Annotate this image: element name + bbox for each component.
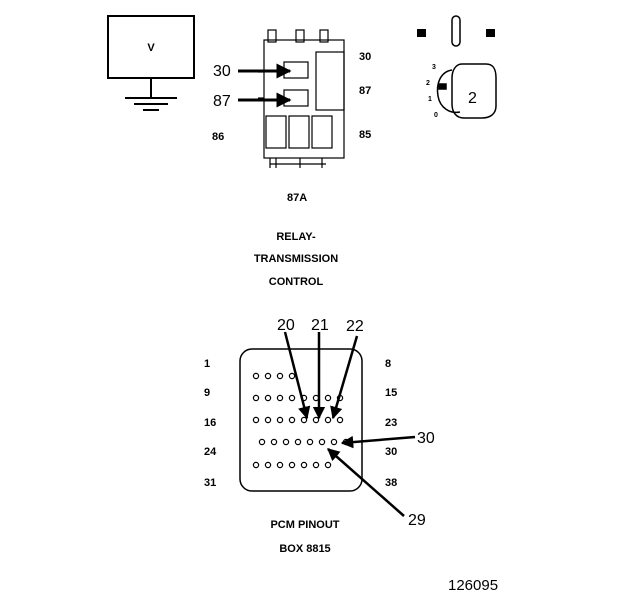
terminal-85: 85: [359, 129, 371, 141]
callout-20: 20: [277, 317, 295, 334]
pin-hole-r4-c6: [318, 438, 326, 446]
relay-title-line1: RELAY-: [276, 231, 316, 243]
contact-right-icon: [486, 29, 495, 37]
pcm-title-line2: BOX 8815: [279, 543, 330, 555]
pin-hole-r5-c7: [324, 461, 332, 469]
voltmeter-label: V: [147, 42, 155, 54]
callout-30: 30: [213, 63, 231, 80]
row-label-right-4: 30: [385, 446, 397, 458]
pin-hole-r5-c4: [288, 461, 296, 469]
relay-title-line3: CONTROL: [269, 276, 324, 288]
pcm-connector: 1 9 16 24 31 8 15 23 30 38 20 21 22 30 2…: [204, 317, 435, 555]
pin-hole-r3-c6: [312, 416, 320, 424]
pin-hole-r2-c2: [264, 394, 272, 402]
row-label-right-1: 8: [385, 358, 391, 370]
row-label-left-2: 9: [204, 387, 210, 399]
arrow-20: [283, 331, 311, 420]
pin-hole-r3-c8: [336, 416, 344, 424]
figure-id: 126095: [448, 577, 498, 594]
callout-29: 29: [408, 512, 426, 529]
pin-hole-r4-c5: [306, 438, 314, 446]
pin-hole-r1-c1: [252, 372, 260, 380]
pin-hole-r5-c1: [252, 461, 260, 469]
callout-21: 21: [311, 317, 329, 334]
arrow-30-pcm: [340, 435, 416, 449]
row-label-right-2: 15: [385, 387, 397, 399]
row-label-left-3: 16: [204, 417, 216, 429]
position-2: 2: [426, 80, 430, 87]
arrow-29: [327, 448, 405, 517]
ground-icon: [125, 78, 177, 111]
pin-hole-r1-c2: [264, 372, 272, 380]
pin-hole-r3-c2: [264, 416, 272, 424]
pin-hole-r3-c1: [252, 416, 260, 424]
pin-hole-r1-c4: [288, 372, 296, 380]
pin-hole-r4-c3: [282, 438, 290, 446]
pin-hole-r1-c3: [276, 372, 284, 380]
arrow-22: [330, 335, 359, 420]
terminal-30: 30: [359, 51, 371, 63]
pin-hole-r5-c3: [276, 461, 284, 469]
switch-slot-icon: [451, 15, 461, 47]
callout-22: 22: [346, 318, 364, 335]
callout-87: 87: [213, 93, 231, 110]
pin-hole-r3-c7: [324, 416, 332, 424]
pin-hole-r3-c4: [288, 416, 296, 424]
pin-hole-r5-c2: [264, 461, 272, 469]
ignition-switch: 2 3 2 1 0: [417, 15, 497, 119]
pin-hole-r5-c6: [312, 461, 320, 469]
pin-hole-r5-c5: [300, 461, 308, 469]
pin-hole-r3-c3: [276, 416, 284, 424]
terminal-86: 86: [212, 131, 224, 143]
row-label-left-5: 31: [204, 477, 216, 489]
pcm-connector-body: [239, 348, 363, 492]
callout-30-pcm: 30: [417, 430, 435, 447]
relay-title-line2: TRANSMISSION: [254, 253, 338, 265]
pin-hole-r4-c7: [330, 438, 338, 446]
row-label-left-1: 1: [204, 358, 210, 370]
key-number: 2: [468, 90, 477, 107]
pin-hole-r2-c4: [288, 394, 296, 402]
pin-hole-r4-c4: [294, 438, 302, 446]
pin-hole-r2-c7: [324, 394, 332, 402]
position-3: 3: [432, 64, 436, 71]
row-label-right-5: 38: [385, 477, 397, 489]
row-label-left-4: 24: [204, 446, 217, 458]
key-icon: [436, 63, 497, 119]
position-1: 1: [428, 96, 432, 103]
contact-left-icon: [417, 29, 426, 37]
position-0: 0: [434, 112, 438, 119]
relay-diagram: 30 87 30 87 86 85 87A RELAY- TRANSMISSIO…: [212, 29, 371, 288]
pin-hole-r2-c1: [252, 394, 260, 402]
pcm-pin-grid: [252, 372, 350, 469]
pin-hole-r4-c1: [258, 438, 266, 446]
pin-hole-r2-c3: [276, 394, 284, 402]
pcm-title-line1: PCM PINOUT: [270, 519, 339, 531]
terminal-87a: 87A: [287, 192, 307, 204]
row-label-right-3: 23: [385, 417, 397, 429]
pin-hole-r4-c2: [270, 438, 278, 446]
voltmeter: V: [107, 15, 195, 111]
terminal-87: 87: [359, 85, 371, 97]
